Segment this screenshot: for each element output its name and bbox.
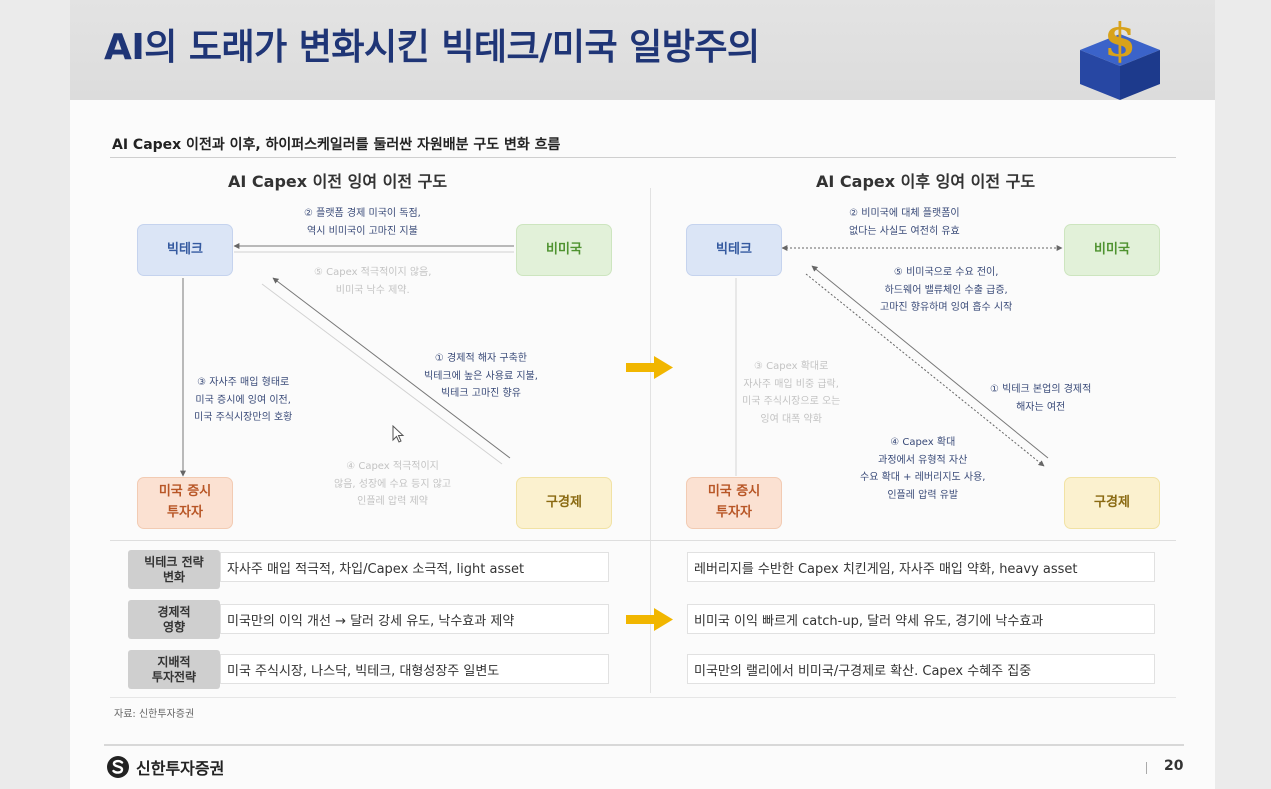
right-panel-title: AI Capex 이후 잉여 이전 구도 <box>816 172 1036 191</box>
node-old-economy: 구경제 <box>516 477 612 529</box>
after-cell: 비미국 이익 빠르게 catch-up, 달러 약세 유도, 경기에 낙수효과 <box>687 604 1155 634</box>
node-non-us: 비미국 <box>516 224 612 276</box>
divider <box>110 157 1176 158</box>
note-right-3: ③ Capex 확대로 자사주 매입 비중 급락, 미국 주식시장으로 오는 잉… <box>742 361 841 425</box>
arrow-old-to-bigtech <box>811 265 1049 459</box>
node-bigtech: 빅테크 <box>686 224 782 276</box>
note-left-4: ④ Capex 적극적이지 않음, 성장에 수요 등지 않고 인플레 압력 제약 <box>334 461 452 507</box>
left-panel-title: AI Capex 이전 잉여 이전 구도 <box>228 172 448 191</box>
note-left-2: ② 플랫폼 경제 미국이 독점, 역시 비미국이 고마진 지불 <box>304 208 421 237</box>
arrow-bigtech-to-old-faded <box>261 283 503 465</box>
note-right-4: ④ Capex 확대 과정에서 유형적 자산 수요 확대 + 레버리지도 사용,… <box>860 437 986 501</box>
before-cell: 자사주 매입 적극적, 차입/Capex 소극적, light asset <box>220 552 609 582</box>
note-left-1: ① 경제적 해자 구축한 빅테크에 높은 사용료 지불, 빅테크 고마진 향유 <box>424 353 538 399</box>
title-bar: AI의 도래가 변화시킨 빅테크/미국 일방주의 $ <box>70 0 1215 100</box>
footer-brand: 신한투자증권 <box>106 755 224 779</box>
node-us-investor: 미국 증시 투자자 <box>137 477 233 529</box>
arrow-old-to-bigtech <box>272 277 511 459</box>
after-cell: 레버리지를 수반한 Capex 치킨게임, 자사주 매입 약화, heavy a… <box>687 552 1155 582</box>
page-title: AI의 도래가 변화시킨 빅테크/미국 일방주의 <box>104 27 760 68</box>
page-separator <box>1146 762 1147 774</box>
dollar-cube-icon: $ <box>1080 13 1160 100</box>
source-note: 자료: 신한투자증권 <box>114 709 195 720</box>
row-label: 빅테크 전략 변화 <box>128 550 220 589</box>
row-label: 경제적 영향 <box>128 600 220 639</box>
page-number: 20 <box>1164 758 1184 774</box>
diagram-subtitle: AI Capex 이전과 이후, 하이퍼스케일러를 둘러싼 자원배분 구도 변화… <box>112 137 561 153</box>
note-right-1: ① 빅테크 본업의 경제적 해자는 여전 <box>990 384 1092 413</box>
row-label: 지배적 투자전략 <box>128 650 220 689</box>
note-left-3: ③ 자사주 매입 형태로 미국 증시에 잉여 이전, 미국 주식시장만의 호황 <box>194 377 293 423</box>
slide: AI의 도래가 변화시킨 빅테크/미국 일방주의 $ AI Capex 이전과 … <box>70 0 1215 789</box>
arrow-bigtech-to-old <box>805 273 1045 467</box>
panel-divider <box>650 188 651 693</box>
svg-text:$: $ <box>1104 13 1136 67</box>
brand-name: 신한투자증권 <box>136 759 225 778</box>
flow-arrows <box>180 243 1063 631</box>
note-right-5: ⑤ 비미국으로 수요 전이, 하드웨어 밸류체인 수출 급증, 고마진 향유하며… <box>880 267 1013 313</box>
before-cell: 미국만의 이익 개선 → 달러 강세 유도, 낙수효과 제약 <box>220 604 609 634</box>
mouse-cursor-icon <box>392 425 405 443</box>
arrow-right-icon <box>626 608 673 631</box>
before-cell: 미국 주식시장, 나스닥, 빅테크, 대형성장주 일변도 <box>220 654 609 684</box>
note-right-2: ② 비미국에 대체 플랫폼이 없다는 사실도 여전히 유효 <box>849 208 960 237</box>
node-bigtech: 빅테크 <box>137 224 233 276</box>
node-us-investor: 미국 증시 투자자 <box>686 477 782 529</box>
arrow-right-icon <box>626 356 673 379</box>
node-non-us: 비미국 <box>1064 224 1160 276</box>
divider <box>110 697 1176 698</box>
divider <box>110 540 1176 541</box>
after-cell: 미국만의 랠리에서 비미국/구경제로 확산. Capex 수혜주 집중 <box>687 654 1155 684</box>
note-left-5: ⑤ Capex 적극적이지 않음, 비미국 낙수 제약. <box>314 267 432 296</box>
shinhan-s-icon <box>107 756 129 778</box>
footer-divider <box>104 744 1184 746</box>
node-old-economy: 구경제 <box>1064 477 1160 529</box>
